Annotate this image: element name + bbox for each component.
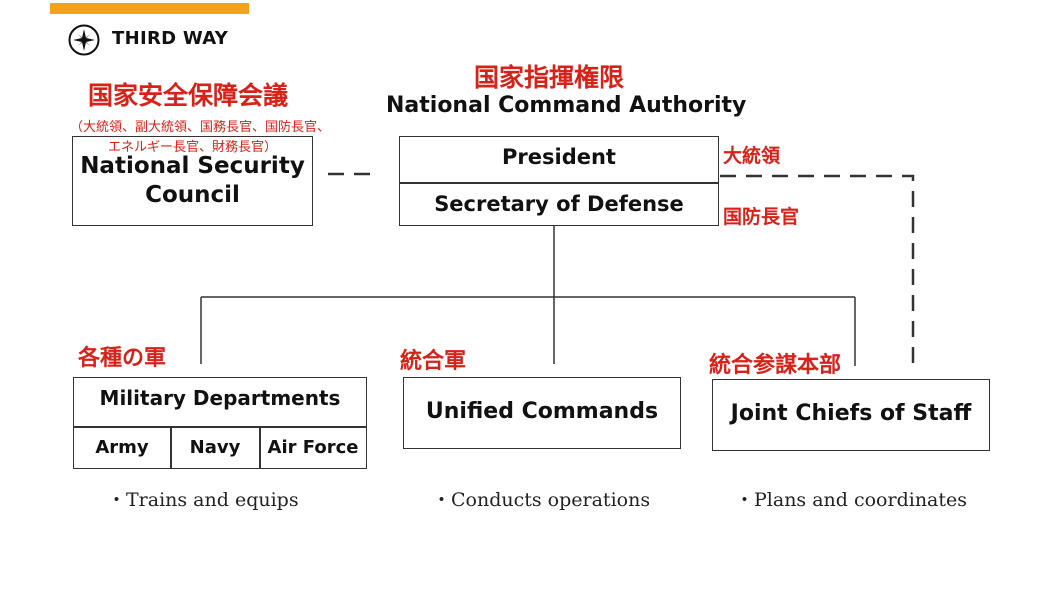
nca-japanese-title: 国家指揮権限 [474, 63, 625, 92]
branch-army: Army [95, 437, 149, 458]
secdef-label: Secretary of Defense [434, 192, 684, 216]
nsc-label-line1: National Security [80, 153, 305, 179]
president-label: President [502, 145, 616, 169]
nsc-members-line1: （大統領、副大統領、国務長官、国防長官、 [69, 120, 330, 135]
branch-divider [170, 427, 172, 468]
unified-commands-box: Unified Commands [403, 377, 681, 449]
nsc-box: エネルギー長官、財務長官） National Security Council [72, 136, 313, 226]
military-departments-note: ・Trains and equips [107, 489, 299, 511]
branches-row: Army Navy Air Force [74, 427, 366, 468]
jcs-box: Joint Chiefs of Staff [712, 379, 990, 451]
secdef-japanese-label: 国防長官 [723, 206, 800, 228]
nca-english-title: National Command Authority [386, 93, 747, 118]
military-departments-divider [74, 426, 366, 428]
branch-navy: Navy [189, 437, 241, 458]
brand-name: THIRD WAY [112, 28, 229, 49]
branch-divider [259, 427, 261, 468]
nsc-label-line2: Council [145, 182, 240, 208]
unified-commands-label: Unified Commands [425, 399, 659, 424]
nsc-japanese-title: 国家安全保障会議 [88, 81, 289, 110]
branch-air-force: Air Force [267, 437, 359, 458]
military-departments-label: Military Departments [99, 386, 341, 410]
president-japanese-label: 大統領 [723, 145, 781, 167]
brand-accent-bar [50, 3, 249, 14]
military-departments-box: Military Departments Army Navy Air Force [73, 377, 367, 469]
nsc-members-line2: エネルギー長官、財務長官） [107, 140, 277, 155]
jcs-label: Joint Chiefs of Staff [730, 401, 972, 426]
military-departments-japanese: 各種の軍 [78, 346, 167, 371]
nca-box-divider [400, 182, 718, 184]
jcs-japanese: 統合参謀本部 [709, 353, 842, 378]
unified-commands-note: ・Conducts operations [432, 489, 651, 511]
compass-star-icon [68, 24, 100, 56]
jcs-note: ・Plans and coordinates [735, 489, 968, 511]
nca-box: President Secretary of Defense [399, 136, 719, 226]
unified-commands-japanese: 統合軍 [400, 349, 467, 374]
jcs-dashed-link [720, 174, 915, 368]
